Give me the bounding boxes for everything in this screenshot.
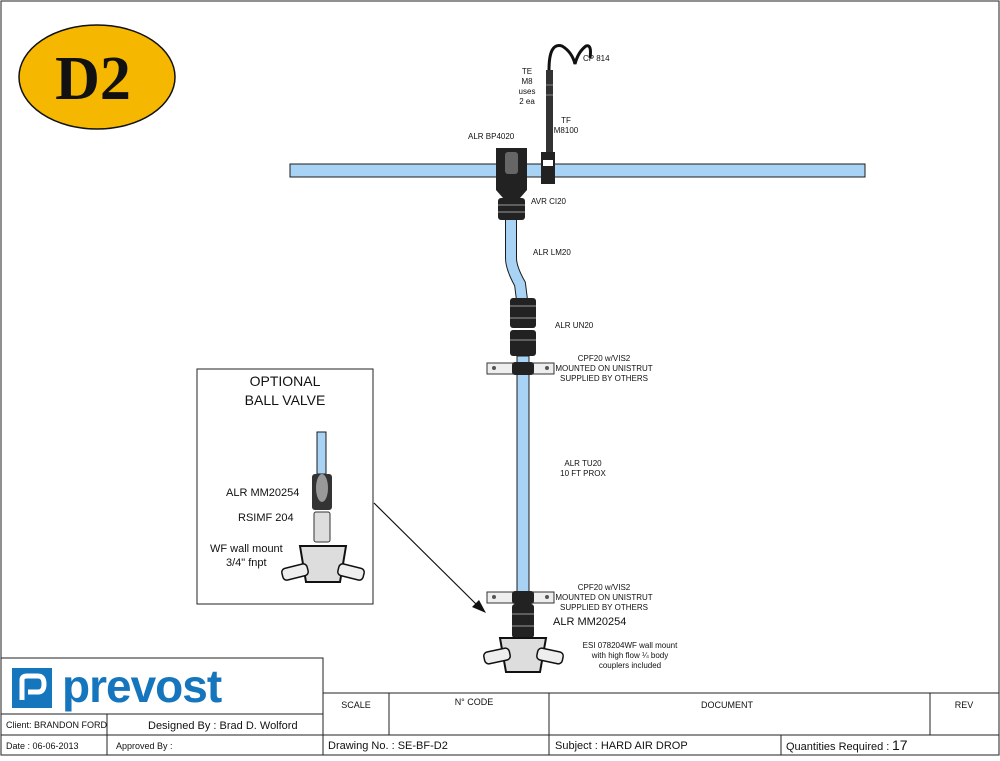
inset-title-1: OPTIONAL bbox=[250, 373, 321, 389]
quantities-cell bbox=[780, 734, 1000, 756]
label-cpf-bot-2: MOUNTED ON UNISTRUT bbox=[555, 593, 652, 602]
inset-title-2: BALL VALVE bbox=[245, 392, 326, 408]
hose-lm20 bbox=[506, 220, 527, 301]
logo-cell bbox=[0, 657, 324, 715]
label-esi-1: ESI 078204WF wall mount bbox=[583, 641, 678, 650]
subject-text: Subject : HARD AIR DROP bbox=[555, 740, 688, 752]
clip-bottom bbox=[512, 591, 534, 604]
label-tu20-1: ALR TU20 bbox=[564, 459, 602, 468]
label-esi-2: with high flow ¼ body bbox=[591, 651, 669, 660]
unistrut-hole bbox=[545, 366, 549, 370]
rev-cell bbox=[929, 692, 1000, 736]
inset-label-mm20254: ALR MM20254 bbox=[226, 487, 299, 499]
connector-mm20254 bbox=[512, 604, 534, 638]
scale-cell bbox=[322, 692, 390, 736]
title-block: prevost Client: BRANDON FORD Designed By… bbox=[0, 657, 1000, 756]
document-text: DOCUMENT bbox=[701, 700, 753, 710]
header-pipe bbox=[289, 163, 866, 178]
label-mm20254: ALR MM20254 bbox=[553, 616, 626, 628]
clip-top bbox=[512, 362, 534, 375]
client-text: Client: BRANDON FORD bbox=[6, 720, 108, 730]
label-te-1: TE bbox=[522, 67, 532, 76]
approved-by-text: Approved By : bbox=[116, 741, 173, 751]
bracket-slot bbox=[505, 152, 518, 174]
inset-ball-valve-handle bbox=[316, 474, 328, 502]
label-esi-3: couplers included bbox=[599, 661, 661, 670]
inset-coupler-left bbox=[281, 563, 309, 581]
label-te-2: M8 bbox=[521, 77, 533, 86]
inset-coupler-right bbox=[337, 563, 365, 581]
hanger-assembly bbox=[541, 44, 592, 184]
label-cpf-top-2: MOUNTED ON UNISTRUT bbox=[555, 364, 652, 373]
inset-label-wf-2: 3/4" fnpt bbox=[226, 557, 267, 569]
threaded-rod bbox=[546, 70, 553, 180]
leader-line bbox=[373, 502, 479, 607]
label-tu20-2: 10 FT PROX bbox=[560, 469, 606, 478]
inset-label-wf-1: WF wall mount bbox=[210, 543, 283, 555]
label-te-4: 2 ea bbox=[519, 97, 535, 106]
inset-pipe bbox=[316, 431, 327, 475]
document-cell bbox=[548, 692, 931, 736]
union-un20 bbox=[510, 298, 536, 356]
rev-text: REV bbox=[955, 700, 974, 710]
component-labels: CP 814 TE M8 uses 2 ea TF M8100 ALR BP40… bbox=[468, 54, 678, 670]
label-cpf-bot-1: CPF20 w/VIS2 bbox=[578, 583, 631, 592]
drop-pipe-tu20 bbox=[516, 355, 530, 597]
unistrut-hole bbox=[492, 595, 496, 599]
scale-text: SCALE bbox=[341, 700, 371, 710]
inset-rsimf bbox=[313, 511, 331, 543]
unistrut-hole bbox=[545, 595, 549, 599]
valve-avr-ci20 bbox=[498, 198, 525, 220]
label-bp4020: ALR BP4020 bbox=[468, 132, 515, 141]
quantities-value: 17 bbox=[892, 737, 908, 753]
union-bottom bbox=[510, 330, 536, 356]
coupler-right bbox=[536, 647, 564, 665]
label-cpf-top-1: CPF20 w/VIS2 bbox=[578, 354, 631, 363]
date-text: Date : 06-06-2013 bbox=[6, 741, 79, 751]
label-cp814: CP 814 bbox=[583, 54, 610, 63]
inset-label-rsimf: RSIMF 204 bbox=[238, 512, 294, 524]
quantities-label: Quantities Required : bbox=[786, 741, 889, 753]
inset-ball-valve: OPTIONAL BALL VALVE ALR MM20254 RSIMF 20… bbox=[196, 368, 374, 605]
drawing-badge: D2 bbox=[18, 24, 176, 130]
badge-ellipse bbox=[18, 24, 176, 130]
clip-cpf20-top bbox=[486, 362, 555, 375]
code-cell bbox=[388, 692, 550, 736]
rod-clamp-tf bbox=[541, 152, 555, 184]
label-avr-ci20: AVR CI20 bbox=[531, 197, 567, 206]
clip-cpf20-bottom bbox=[486, 591, 555, 604]
unistrut-hole bbox=[492, 366, 496, 370]
label-lm20: ALR LM20 bbox=[533, 248, 571, 257]
prevost-logo-icon bbox=[12, 668, 52, 708]
code-text: N° CODE bbox=[455, 697, 494, 707]
beam-clamp-cp814 bbox=[547, 44, 592, 71]
union-top bbox=[510, 298, 536, 328]
rod-clamp-window bbox=[543, 160, 553, 166]
inset-wall-mount bbox=[298, 545, 348, 583]
logo-wordmark: prevost bbox=[62, 660, 222, 712]
coupler-left bbox=[483, 647, 511, 665]
logo-mark-glyph bbox=[19, 673, 47, 700]
label-tf-2: M8100 bbox=[554, 126, 579, 135]
label-un20: ALR UN20 bbox=[555, 321, 594, 330]
drop-bracket bbox=[496, 148, 527, 220]
designed-by-text: Designed By : Brad D. Wolford bbox=[148, 720, 298, 732]
badge-text: D2 bbox=[55, 45, 131, 113]
label-te-3: uses bbox=[519, 87, 536, 96]
leader-arrowhead bbox=[472, 600, 486, 613]
label-cpf-bot-3: SUPPLIED BY OTHERS bbox=[560, 603, 648, 612]
label-tf-1: TF bbox=[561, 116, 571, 125]
label-cpf-top-3: SUPPLIED BY OTHERS bbox=[560, 374, 648, 383]
outlet-assembly bbox=[483, 604, 564, 673]
drawing-no-text: Drawing No. : SE-BF-D2 bbox=[328, 740, 448, 752]
